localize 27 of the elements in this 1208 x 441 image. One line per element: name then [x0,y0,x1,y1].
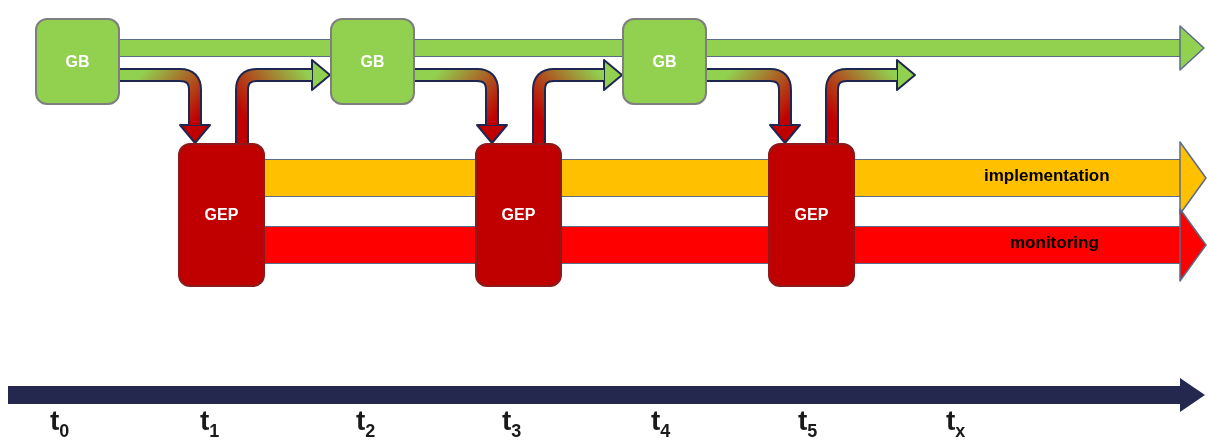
process-box [622,18,707,105]
curved-arrow [120,68,211,144]
curved-arrow [707,68,801,144]
curved-arrow [235,59,331,143]
node-label: GEP [501,206,536,224]
process-box [768,143,855,287]
time-label: t$_{2}$ [356,405,376,441]
edge-label: monitoring [1010,233,1099,253]
process-box [35,18,120,105]
time-label: t$_{4}$ [651,405,671,441]
time-label: t$_{5}$ [798,405,818,441]
time-label: t$_{1}$ [200,405,220,441]
time-label: t$_{0}$ [50,405,70,441]
node-label: GB [652,52,677,71]
node-label: GB [65,52,90,71]
node-label: GEP [204,206,239,224]
time-label: t$_{3}$ [502,405,522,441]
curved-arrow [415,68,508,144]
time-label: t$_{x}$ [946,405,966,441]
node-label: GEP [794,206,829,224]
process-box [330,18,415,105]
node-label: GB [360,52,385,71]
process-box [178,143,265,287]
edge-label: implementation [984,166,1110,186]
process-box [475,143,562,287]
curved-arrow [825,59,916,143]
curved-arrow [532,59,623,143]
